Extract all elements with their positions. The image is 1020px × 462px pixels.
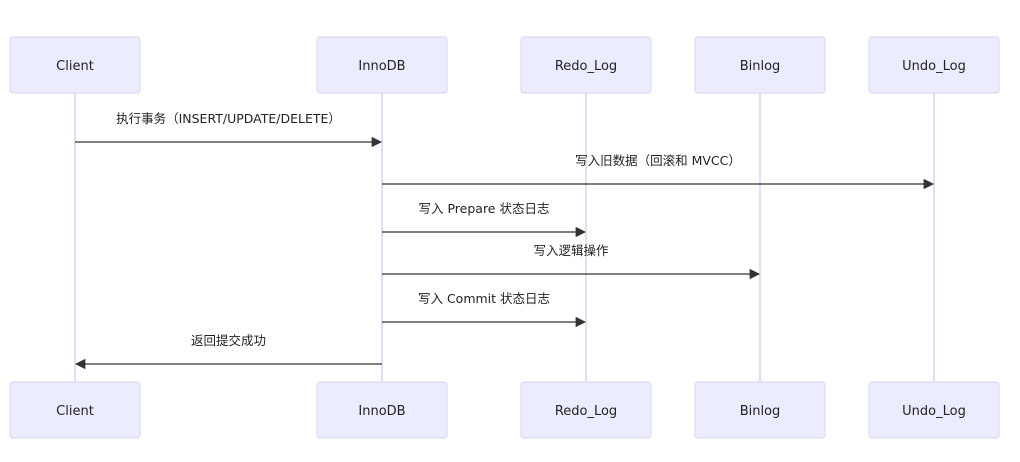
participant-box <box>9 36 141 94</box>
participant-label: Redo_Log <box>555 59 617 74</box>
participant-label: Client <box>56 59 94 74</box>
participant-box <box>694 381 826 439</box>
message-3: 写入 Prepare 状态日志 <box>382 201 587 238</box>
participant-box <box>316 381 448 439</box>
message-label: 写入逻辑操作 <box>533 243 609 258</box>
participant-binlog-top: Binlog <box>694 36 826 94</box>
message-label: 返回提交成功 <box>191 333 266 348</box>
message-5: 写入 Commit 状态日志 <box>382 291 587 328</box>
participant-binlog-bottom: Binlog <box>694 381 826 439</box>
message-label: 执行事务（INSERT/UPDATE/DELETE） <box>116 111 341 126</box>
message-1: 执行事务（INSERT/UPDATE/DELETE） <box>75 111 383 148</box>
participant-innodb-top: InnoDB <box>316 36 448 94</box>
participant-redo-bottom: Redo_Log <box>520 381 652 439</box>
message-4: 写入逻辑操作 <box>382 243 761 280</box>
message-label: 写入 Commit 状态日志 <box>418 291 550 306</box>
participant-box <box>694 36 826 94</box>
participant-innodb-bottom: InnoDB <box>316 381 448 439</box>
participant-redo-top: Redo_Log <box>520 36 652 94</box>
participant-box <box>520 381 652 439</box>
participant-box <box>868 381 1000 439</box>
participant-client-top: Client <box>9 36 141 94</box>
participant-label: InnoDB <box>358 59 405 74</box>
participant-client-bottom: Client <box>9 381 141 439</box>
participant-undo-bottom: Undo_Log <box>868 381 1000 439</box>
message-label: 写入旧数据（回滚和 MVCC） <box>575 153 741 168</box>
participant-box <box>316 36 448 94</box>
participant-label: Client <box>56 404 94 419</box>
participant-label: Redo_Log <box>555 404 617 419</box>
participant-label: InnoDB <box>358 404 405 419</box>
participant-label: Binlog <box>740 59 781 74</box>
message-2: 写入旧数据（回滚和 MVCC） <box>382 153 935 190</box>
participant-label: Binlog <box>740 404 781 419</box>
participant-box <box>520 36 652 94</box>
participant-box <box>9 381 141 439</box>
message-6: 返回提交成功 <box>74 333 382 370</box>
message-label: 写入 Prepare 状态日志 <box>419 201 550 216</box>
participant-box <box>868 36 1000 94</box>
participant-label: Undo_Log <box>902 59 966 74</box>
participant-label: Undo_Log <box>902 404 966 419</box>
participant-undo-top: Undo_Log <box>868 36 1000 94</box>
